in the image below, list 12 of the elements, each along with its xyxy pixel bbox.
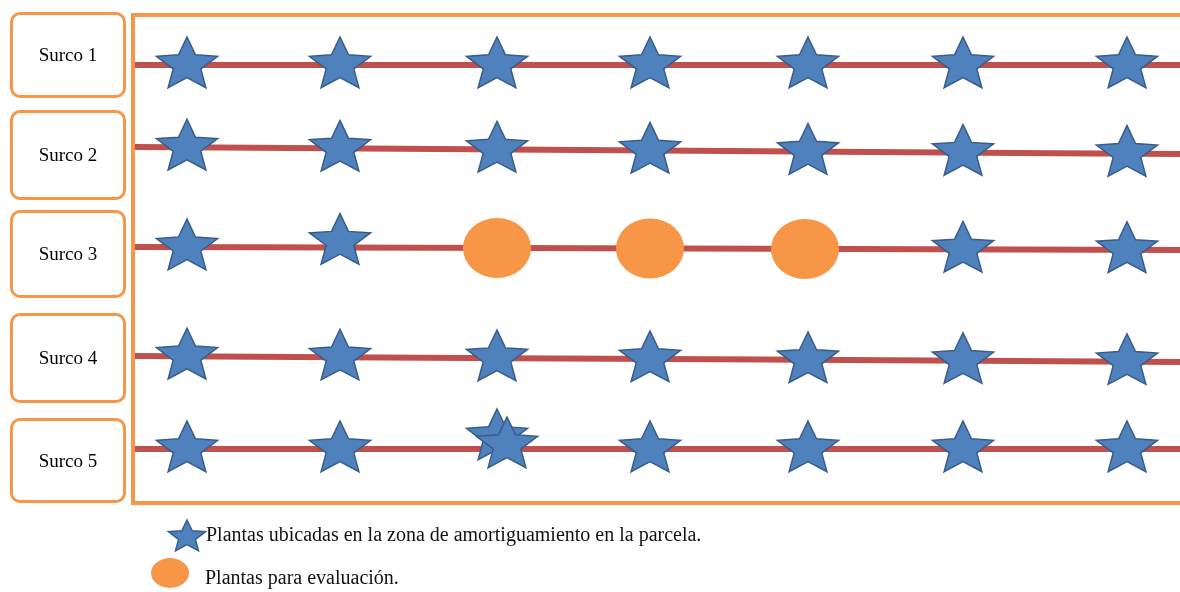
row-label: Surco 4 [38, 346, 98, 370]
row-label-box [10, 418, 126, 503]
row-label-box [10, 12, 126, 98]
legend-text: Plantas para evaluación. [205, 566, 399, 589]
row-label: Surco 1 [38, 43, 98, 67]
row-label: Surco 3 [38, 242, 98, 266]
row-label-box [10, 210, 126, 298]
row-label-box [10, 110, 126, 200]
row-label: Surco 2 [38, 143, 98, 167]
row-label-box [10, 313, 126, 403]
legend-text: Plantas ubicadas en la zona de amortiguamiento en la parcela. [206, 523, 702, 546]
row-label: Surco 5 [38, 448, 98, 473]
